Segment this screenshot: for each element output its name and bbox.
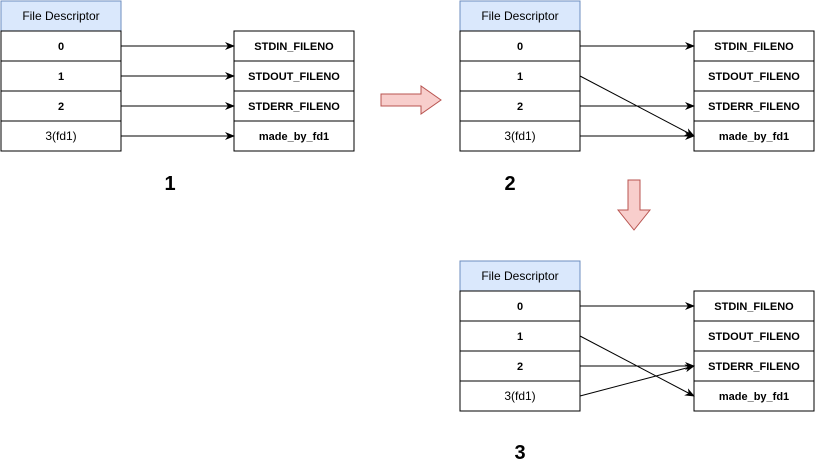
fd-cell — [459, 60, 581, 92]
fd-cell — [459, 380, 581, 412]
panel-number: 1 — [164, 173, 175, 195]
down-arrow-icon — [616, 179, 652, 231]
fd-cell — [459, 290, 581, 322]
file-label: STDIN_FILENO — [714, 41, 794, 53]
fd-label: 0 — [58, 41, 64, 53]
file-label: STDERR_FILENO — [708, 101, 800, 113]
file-label: STDIN_FILENO — [714, 301, 794, 313]
fd-label: 2 — [58, 101, 64, 113]
fd-label: 2 — [517, 101, 523, 113]
fd-label: 1 — [58, 71, 64, 83]
file-label: STDOUT_FILENO — [708, 71, 800, 83]
file-cell — [693, 60, 815, 92]
fd-cell — [0, 30, 122, 62]
fd-label: 3(fd1) — [45, 129, 76, 143]
file-label: STDOUT_FILENO — [248, 71, 340, 83]
file-label: made_by_fd1 — [719, 131, 789, 143]
panel-number: 2 — [504, 173, 515, 195]
right-arrow-icon — [380, 85, 442, 115]
file-label: STDERR_FILENO — [708, 361, 800, 373]
fd-cell — [459, 120, 581, 152]
panel-3: File Descriptor 0 1 2 3(fd1) STDIN_FILENO STDO… — [459, 260, 815, 464]
fd-header-label: File Descriptor — [481, 269, 558, 283]
file-cell — [693, 380, 815, 412]
fd-label: 0 — [517, 41, 523, 53]
file-label: made_by_fd1 — [719, 391, 789, 403]
mapping-arrow — [579, 364, 695, 397]
fd-cell — [459, 30, 581, 62]
file-label: STDOUT_FILENO — [708, 331, 800, 343]
file-cell — [693, 30, 815, 62]
fd-label: 3(fd1) — [504, 389, 535, 403]
file-cell — [693, 120, 815, 152]
fd-label: 1 — [517, 331, 523, 343]
fd-header-cell — [0, 0, 122, 32]
fd-header-cell — [459, 260, 581, 292]
fd-label: 3(fd1) — [504, 129, 535, 143]
file-cell — [693, 90, 815, 122]
file-label: STDIN_FILENO — [254, 41, 334, 53]
fd-cell — [0, 120, 122, 152]
fd-label: 0 — [517, 301, 523, 313]
panel-1: File Descriptor 0 1 2 3(fd1) STDIN_FILENO STDO… — [0, 0, 355, 195]
fd-header-label: File Descriptor — [481, 9, 558, 23]
file-label: STDERR_FILENO — [248, 101, 340, 113]
fd-header-cell — [459, 0, 581, 32]
fd-label: 2 — [517, 361, 523, 373]
file-label: made_by_fd1 — [259, 131, 329, 143]
fd-cell — [0, 60, 122, 92]
fd-label: 1 — [517, 71, 523, 83]
panel-number: 3 — [514, 442, 525, 464]
fd-header-label: File Descriptor — [22, 9, 99, 23]
file-cell — [693, 320, 815, 352]
panel-2: File Descriptor 0 1 2 3(fd1) STDIN_FILENO STDO… — [459, 0, 815, 195]
